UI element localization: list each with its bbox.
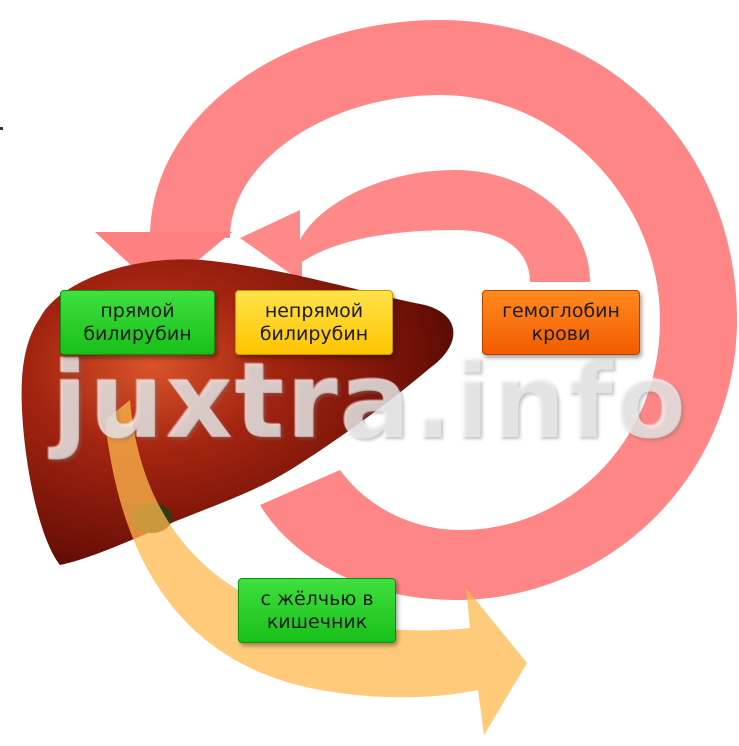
- indirect-bilirubin-label: непрямой билирубин: [235, 290, 393, 355]
- bile-arrow: [105, 400, 527, 735]
- inner-cycle-arrow: [240, 170, 590, 282]
- edge-tick: [0, 127, 3, 130]
- watermark-text: juxtra.info: [52, 340, 688, 462]
- blood-hemoglobin-label: гемоглобин крови: [482, 290, 640, 355]
- direct-bilirubin-label: прямой билирубин: [60, 290, 215, 355]
- bile-to-intestine-label: с жёлчью в кишечник: [238, 578, 396, 643]
